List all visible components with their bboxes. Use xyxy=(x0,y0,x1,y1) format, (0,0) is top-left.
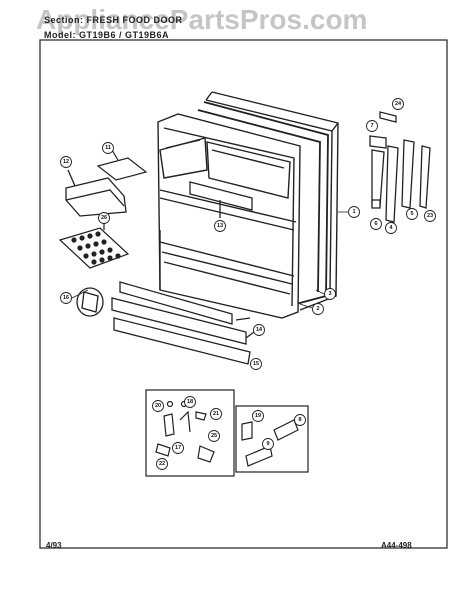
shelf-bar xyxy=(189,181,253,218)
callout-26: 26 xyxy=(98,212,110,224)
callout-23: 23 xyxy=(424,210,436,222)
door-gasket xyxy=(197,101,329,305)
svg-text:11: 11 xyxy=(105,145,111,151)
callout-21: 21 xyxy=(210,408,222,420)
door-hinge-parts xyxy=(369,111,431,223)
door-liner xyxy=(157,113,301,319)
svg-text:4: 4 xyxy=(389,225,393,231)
svg-text:1: 1 xyxy=(352,209,355,215)
model-title: Model: GT19B6 / GT19B6A xyxy=(44,30,170,40)
callout-25: 25 xyxy=(208,430,220,442)
svg-text:13: 13 xyxy=(217,223,223,229)
egg-tray xyxy=(58,222,130,269)
callout-7: 7 xyxy=(366,120,378,132)
svg-text:9: 9 xyxy=(266,441,269,447)
svg-text:19: 19 xyxy=(255,413,261,419)
butter-bin xyxy=(65,169,127,217)
svg-text:18: 18 xyxy=(187,399,193,405)
callout-8: 8 xyxy=(294,414,306,426)
callout-18: 18 xyxy=(184,396,196,408)
callout-15: 15 xyxy=(250,358,262,370)
diagram-border xyxy=(39,39,448,549)
svg-text:26: 26 xyxy=(101,215,107,221)
svg-text:8: 8 xyxy=(298,417,301,423)
section-title: Section: FRESH FOOD DOOR xyxy=(44,15,183,25)
svg-text:12: 12 xyxy=(63,159,69,165)
svg-text:21: 21 xyxy=(213,411,219,417)
callout-13: 13 xyxy=(214,220,226,232)
callout-2: 2 xyxy=(312,303,324,315)
callout-3: 3 xyxy=(324,288,336,300)
footer-code: A44-498 xyxy=(381,541,412,550)
butter-door xyxy=(96,149,148,181)
svg-text:17: 17 xyxy=(175,445,181,451)
svg-text:24: 24 xyxy=(395,101,402,107)
callout-12: 12 xyxy=(60,156,72,168)
callout-16: 16 xyxy=(60,292,72,304)
svg-text:23: 23 xyxy=(427,213,433,219)
svg-text:7: 7 xyxy=(370,123,373,129)
callout-1: 1 xyxy=(348,206,360,218)
svg-text:5: 5 xyxy=(410,211,413,217)
callout-22: 22 xyxy=(156,458,168,470)
shelf-end-cap xyxy=(76,287,104,317)
hinge-inset-right xyxy=(235,405,309,473)
svg-text:2: 2 xyxy=(316,306,319,312)
svg-text:3: 3 xyxy=(328,291,331,297)
svg-text:25: 25 xyxy=(211,433,217,439)
callout-5: 5 xyxy=(406,208,418,220)
svg-text:15: 15 xyxy=(253,361,259,367)
hinge-inset-left xyxy=(145,389,235,477)
callout-24: 24 xyxy=(392,98,404,110)
footer-date: 4/93 xyxy=(46,541,62,550)
door-outer-panel xyxy=(205,91,339,311)
door-shelf-rails xyxy=(111,281,255,365)
callout-17: 17 xyxy=(172,442,184,454)
callout-14: 14 xyxy=(253,324,265,336)
callouts: 1 2 3 4 5 6 7 8 9 11 12 13 14 15 16 17 1… xyxy=(60,98,436,470)
svg-text:16: 16 xyxy=(63,295,69,301)
svg-text:20: 20 xyxy=(155,403,161,409)
callout-9: 9 xyxy=(262,438,274,450)
svg-text:14: 14 xyxy=(256,327,263,333)
callout-6: 6 xyxy=(370,218,382,230)
callout-19: 19 xyxy=(252,410,264,422)
svg-text:22: 22 xyxy=(159,461,165,467)
callout-4: 4 xyxy=(385,222,397,234)
leader-lines xyxy=(71,211,348,309)
callout-11: 11 xyxy=(102,142,114,154)
callout-20: 20 xyxy=(152,400,164,412)
svg-text:6: 6 xyxy=(374,221,377,227)
